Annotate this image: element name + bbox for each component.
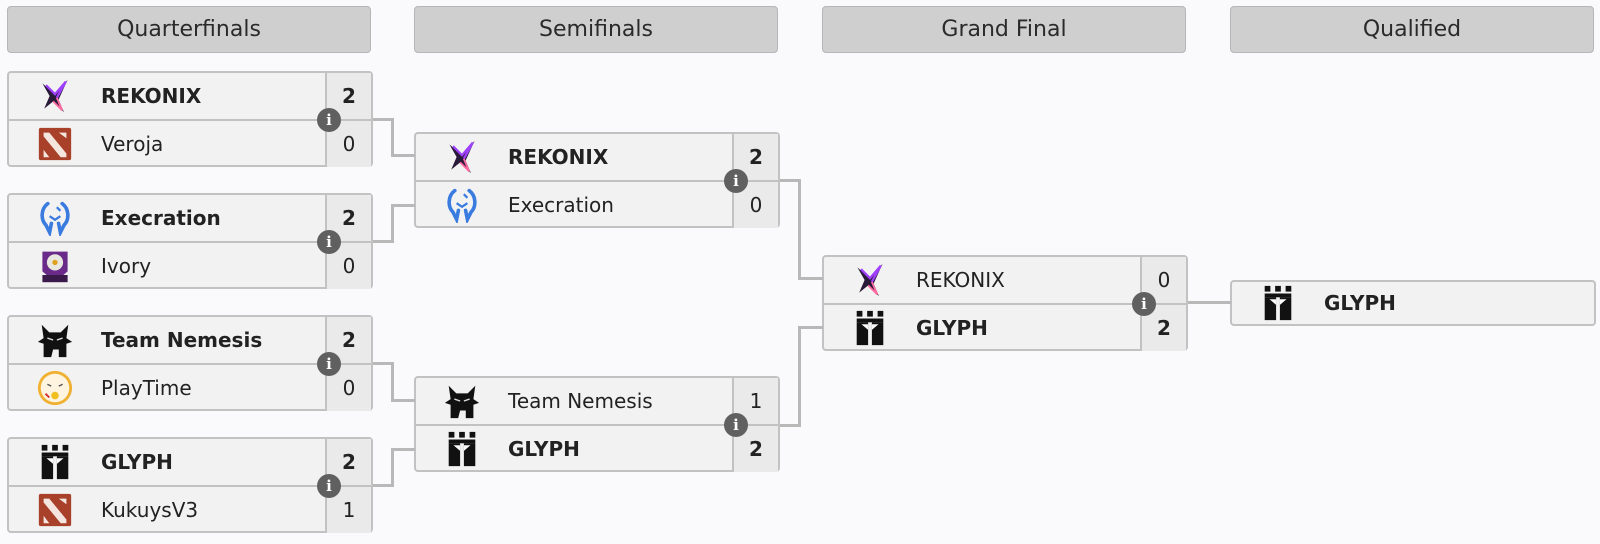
match-qf1[interactable]: REKONIX 2 Veroja 0 i [7, 71, 373, 167]
team-row[interactable]: PlayTime 0 [9, 365, 371, 411]
connector-line [373, 118, 393, 121]
playtime-logo-icon [31, 369, 79, 407]
team-score: 0 [325, 243, 371, 289]
round-header-qualified: Qualified [1230, 6, 1594, 53]
team-row[interactable]: Ivory 0 [9, 243, 371, 289]
team-name: REKONIX [508, 145, 609, 169]
team-row[interactable]: GLYPH 2 [824, 305, 1186, 351]
team-name: REKONIX [916, 268, 1005, 292]
match-qf2[interactable]: Execration 2 Ivory 0 i [7, 193, 373, 289]
match-info-icon[interactable]: i [1132, 292, 1156, 316]
connector-line [798, 179, 801, 279]
row-divider [416, 424, 778, 426]
connector-line [391, 448, 415, 451]
team-name: Execration [101, 206, 221, 230]
team-row[interactable]: Execration 2 [9, 195, 371, 241]
round-header-semifinals: Semifinals [414, 6, 778, 53]
match-info-icon[interactable]: i [317, 230, 341, 254]
team-score: 0 [325, 365, 371, 411]
connector-line [391, 154, 415, 157]
team-name: Veroja [101, 132, 164, 156]
team-name: KukuysV3 [101, 498, 199, 522]
connector-line [391, 204, 394, 243]
team-score: 2 [325, 439, 371, 485]
team-name: GLYPH [508, 437, 580, 461]
team-name: PlayTime [101, 376, 192, 400]
nemesis-logo-icon [438, 382, 486, 420]
team-name: Team Nemesis [101, 328, 263, 352]
match-sf1[interactable]: REKONIX 2 Execration 0 i [414, 132, 780, 228]
team-score: 0 [1140, 257, 1186, 303]
glyph-logo-icon [438, 430, 486, 468]
team-row[interactable]: GLYPH 2 [416, 426, 778, 472]
connector-line [391, 118, 394, 156]
team-row[interactable]: KukuysV3 1 [9, 487, 371, 533]
team-row[interactable]: REKONIX 0 [824, 257, 1186, 303]
team-row[interactable]: Veroja 0 [9, 121, 371, 167]
connector-line [373, 240, 393, 243]
connector-line [391, 399, 415, 402]
connector-line [391, 448, 394, 487]
match-grand-final[interactable]: REKONIX 0 GLYPH 2 i [822, 255, 1188, 351]
team-name: GLYPH [101, 450, 173, 474]
glyph-logo-icon [1254, 284, 1302, 322]
glyph-logo-icon [846, 309, 894, 347]
row-divider [9, 119, 371, 121]
team-row[interactable]: Team Nemesis 2 [9, 317, 371, 363]
connector-line [373, 484, 393, 487]
match-sf2[interactable]: Team Nemesis 1 GLYPH 2 i [414, 376, 780, 472]
connector-line [780, 424, 800, 427]
team-name: Team Nemesis [508, 389, 653, 413]
team-row[interactable]: GLYPH 2 [9, 439, 371, 485]
dota2-logo-icon [31, 125, 79, 163]
ivory-logo-icon [31, 247, 79, 285]
team-name: GLYPH [916, 316, 988, 340]
connector-line [1188, 301, 1231, 304]
team-row[interactable]: REKONIX 2 [9, 73, 371, 119]
rekonix-logo-icon [438, 138, 486, 176]
team-row[interactable]: Execration 0 [416, 182, 778, 228]
match-info-icon[interactable]: i [317, 474, 341, 498]
match-qf4[interactable]: GLYPH 2 KukuysV3 1 i [7, 437, 373, 533]
match-info-icon[interactable]: i [317, 352, 341, 376]
match-qf3[interactable]: Team Nemesis 2 PlayTime 0 i [7, 315, 373, 411]
rekonix-logo-icon [31, 77, 79, 115]
team-name: REKONIX [101, 84, 202, 108]
execration-logo-icon [438, 186, 486, 224]
row-divider [9, 363, 371, 365]
team-score: 1 [732, 378, 778, 424]
round-header-grand-final: Grand Final [822, 6, 1186, 53]
execration-logo-icon [31, 199, 79, 237]
connector-line [391, 362, 394, 401]
match-info-icon[interactable]: i [317, 108, 341, 132]
connector-line [391, 204, 415, 207]
nemesis-logo-icon [31, 321, 79, 359]
connector-line [798, 326, 823, 329]
connector-line [780, 179, 800, 182]
qualified-team[interactable]: GLYPH [1230, 280, 1596, 326]
connector-line [373, 362, 393, 365]
team-name: Execration [508, 193, 614, 217]
row-divider [9, 485, 371, 487]
row-divider [416, 180, 778, 182]
round-header-quarterfinals: Quarterfinals [7, 6, 371, 53]
row-divider [9, 241, 371, 243]
row-divider [824, 303, 1186, 305]
glyph-logo-icon [31, 443, 79, 481]
match-info-icon[interactable]: i [724, 413, 748, 437]
team-row[interactable]: REKONIX 2 [416, 134, 778, 180]
team-row[interactable]: Team Nemesis 1 [416, 378, 778, 424]
connector-line [798, 277, 823, 280]
connector-line [798, 326, 801, 427]
dota2-logo-icon [31, 491, 79, 529]
rekonix-logo-icon [846, 261, 894, 299]
team-name: GLYPH [1324, 291, 1396, 315]
team-name: Ivory [101, 254, 152, 278]
match-info-icon[interactable]: i [724, 169, 748, 193]
